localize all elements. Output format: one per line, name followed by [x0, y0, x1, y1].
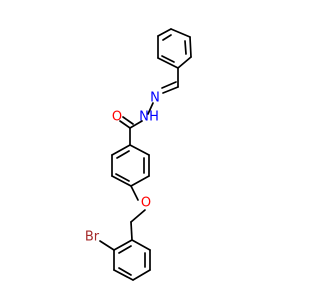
bond-ring2-d [111, 175, 132, 187]
carbonyl-oxygen-label: O [112, 110, 122, 125]
bromine-label: Br [85, 230, 100, 245]
hydrazone-linkage [129, 67, 179, 129]
bromobenzyl-ring [99, 239, 151, 281]
bond-ring3-inner-3 [118, 245, 132, 254]
bond-ring2-inner-3 [116, 150, 130, 159]
bond-ring3-d [113, 269, 134, 281]
bond-n-to-n [147, 102, 154, 115]
bond-n-to-carbonyl [129, 120, 143, 129]
bond-ring3-to-bromine [99, 240, 115, 251]
molecule-canvas: O N N H O Br [84, 28, 192, 281]
benzamide-ring [111, 127, 150, 187]
hydrazone-n2-label: N [139, 110, 149, 125]
bond-oxygen-to-ch2 [130, 209, 146, 223]
bond-ring3-c [132, 269, 151, 281]
bond-ring3-a [131, 239, 151, 251]
bond-ch2-to-ring3 [130, 221, 133, 241]
bond-ring1-inner-2 [184, 40, 187, 55]
bond-ch-to-n-double [161, 81, 177, 89]
bond-ring1-inner-1 [162, 34, 172, 41]
ether-linkage [130, 185, 146, 241]
bond-ring1-b [170, 28, 191, 38]
ether-oxygen-label: O [141, 196, 151, 211]
atom-labels: O N N H O Br [85, 91, 160, 245]
bond-ch-to-n [162, 86, 179, 94]
bond-carbonyl-c-o-double [122, 116, 134, 125]
molecule-structure: O N N H O Br [85, 28, 192, 281]
benzylidene-ring [157, 28, 192, 69]
hydrazone-h-label: H [149, 110, 159, 125]
bond-ring3-f [113, 239, 133, 251]
bond-carbonyl-c-o [119, 120, 131, 129]
bond-ring1-d [177, 56, 192, 69]
bond-ring2-inner-2 [115, 173, 130, 182]
bond-ring1-a [157, 28, 172, 37]
bond-ring2-a [129, 144, 150, 156]
bond-ring1-inner-3 [161, 55, 175, 63]
hydrazone-n1-label: N [150, 91, 160, 106]
carbonyl-group [119, 116, 134, 129]
bond-ring1-e [157, 57, 179, 69]
bond-ring3-inner-2 [118, 267, 132, 276]
bond-ring2-f [111, 144, 131, 156]
bond-ring1-c [189, 36, 192, 58]
bond-ring2-c [130, 175, 150, 187]
bond-ring2-to-oxygen [130, 185, 139, 201]
